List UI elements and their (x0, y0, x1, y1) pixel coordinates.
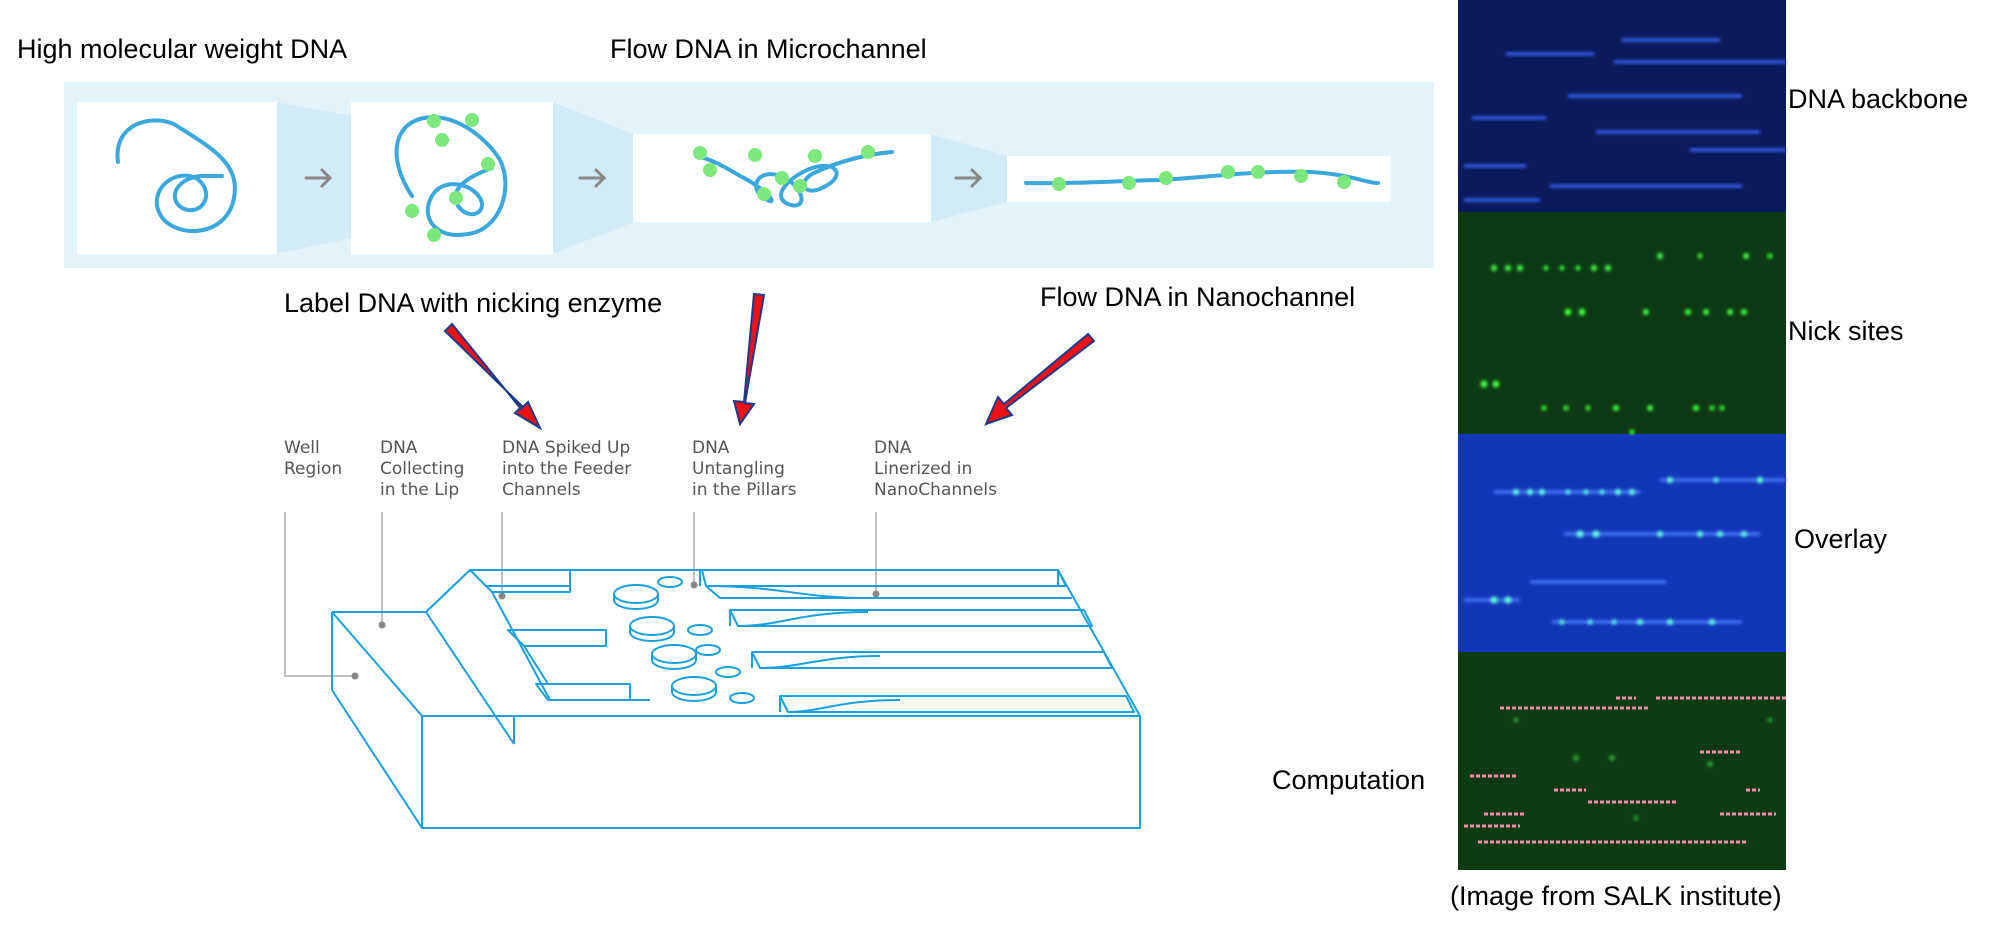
backbone-streaks (1464, 38, 1786, 202)
label-overlay: Overlay (1794, 524, 1888, 554)
chip-label-well: Well Region (284, 438, 342, 479)
image-credit: (Image from SALK institute) (1450, 881, 1782, 911)
process-arrow-3 (954, 168, 983, 188)
nick-site-dots-untangling (693, 145, 875, 201)
chip-labels: Well Region DNA Collecting in the Lip DN… (284, 438, 997, 500)
label-nick-sites: Nick sites (1788, 316, 1904, 346)
title-high-molecular-weight-dna: High molecular weight DNA (17, 34, 347, 64)
label-dna-backbone: DNA backbone (1788, 84, 1968, 114)
labeled-coiled-dna-strand (394, 115, 508, 237)
nick-site-dots-coiled (405, 113, 495, 242)
leader-endpoints (351, 581, 880, 680)
nanochannel-chip-drawing (331, 569, 1141, 829)
process-arrow-2 (578, 168, 607, 188)
label-computation: Computation (1272, 765, 1425, 795)
red-arrow-micro (732, 292, 766, 427)
chip-label-lip: DNA Collecting in the Lip (380, 438, 470, 500)
panel-dna-backbone (1458, 0, 1786, 212)
chip-label-pillars: DNA Untangling in the Pillars (692, 438, 797, 500)
nick-site-spots (1480, 253, 1773, 435)
top-flow-band (64, 82, 1434, 268)
micrograph-column (1458, 0, 1786, 870)
chip-label-nano: DNA Linerized in NanoChannels (874, 438, 997, 500)
panel-computation (1458, 652, 1786, 870)
title-label-dna-nicking-enzyme: Label DNA with nicking enzyme (284, 288, 662, 318)
red-arrow-nano (984, 332, 1096, 426)
overlay-spots (1490, 477, 1763, 625)
red-arrow-label (443, 322, 543, 431)
coiled-dna-strand (115, 118, 237, 233)
title-flow-dna-nanochannel: Flow DNA in Nanochannel (1040, 282, 1355, 312)
panel-nick-sites (1458, 212, 1786, 434)
computation-background-spots (1513, 717, 1773, 821)
title-flow-dna-microchannel: Flow DNA in Microchannel (610, 34, 927, 64)
stage-box-labeled (351, 102, 553, 254)
computation-traces (1464, 696, 1786, 844)
nick-site-dots-linear (1052, 165, 1351, 191)
process-arrow-1 (304, 168, 333, 188)
panel-overlay (1458, 434, 1786, 652)
chip-label-feeder: DNA Spiked Up into the Feeder Channels (502, 438, 637, 500)
